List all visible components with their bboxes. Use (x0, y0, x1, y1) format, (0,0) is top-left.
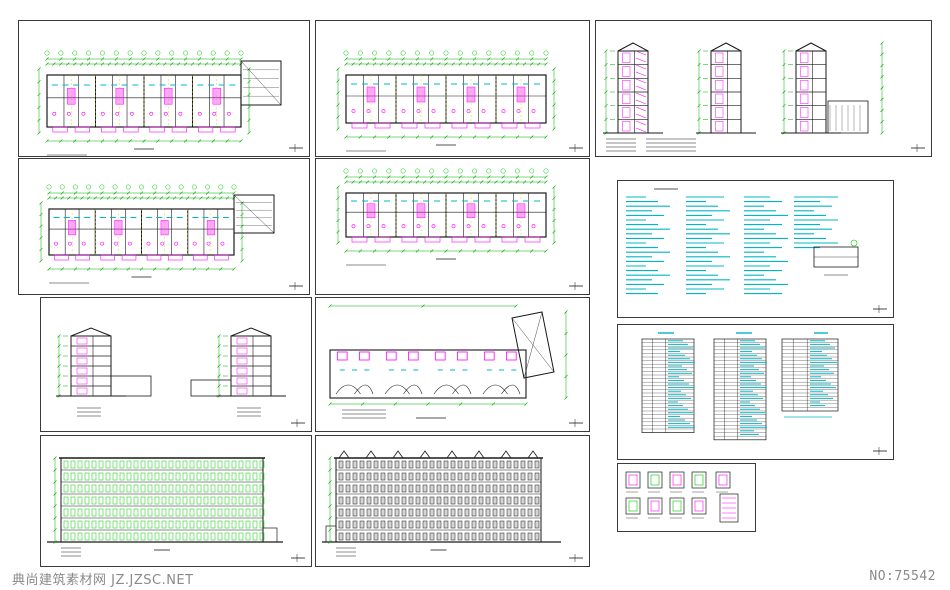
watermark-site-text: 典尚建筑素材网 JZ.JZSC.NET (12, 573, 194, 588)
watermark-number-text: NO:75542 (869, 569, 936, 584)
sheet-elevation-1[interactable] (40, 435, 312, 567)
sheet-sections-a[interactable] (595, 20, 932, 157)
drawing-sections-a (603, 41, 925, 152)
drawing-floor-plan-4 (336, 168, 583, 290)
sheet-schedules[interactable] (617, 324, 894, 460)
drawing-elevation-2 (322, 450, 583, 562)
sheet-floor-plan-4[interactable] (315, 158, 590, 295)
sheet-floor-plan-1[interactable] (18, 20, 310, 157)
sheet-elevation-2[interactable] (315, 435, 590, 567)
drawing-details (625, 471, 739, 523)
sheet-design-notes[interactable] (617, 180, 894, 318)
drawing-floor-plan-3 (39, 184, 303, 290)
drawing-floor-plan-1 (37, 50, 303, 156)
sheet-floor-plan-2[interactable] (315, 20, 590, 157)
drawing-floor-plan-2 (336, 50, 583, 152)
sheet-roof-plan[interactable] (315, 297, 590, 432)
watermark-bar: 典尚建筑素材网 JZ.JZSC.NET NO:75542 (0, 566, 950, 590)
sheet-floor-plan-3[interactable] (18, 158, 310, 295)
sheet-sections-b[interactable] (40, 297, 312, 432)
drawing-schedules (641, 332, 887, 455)
drawing-sections-b (56, 327, 305, 427)
sheet-details[interactable] (617, 463, 756, 532)
drawing-design-notes (626, 188, 887, 313)
drawing-elevation-1 (47, 456, 305, 562)
drawing-roof-plan (328, 304, 583, 427)
